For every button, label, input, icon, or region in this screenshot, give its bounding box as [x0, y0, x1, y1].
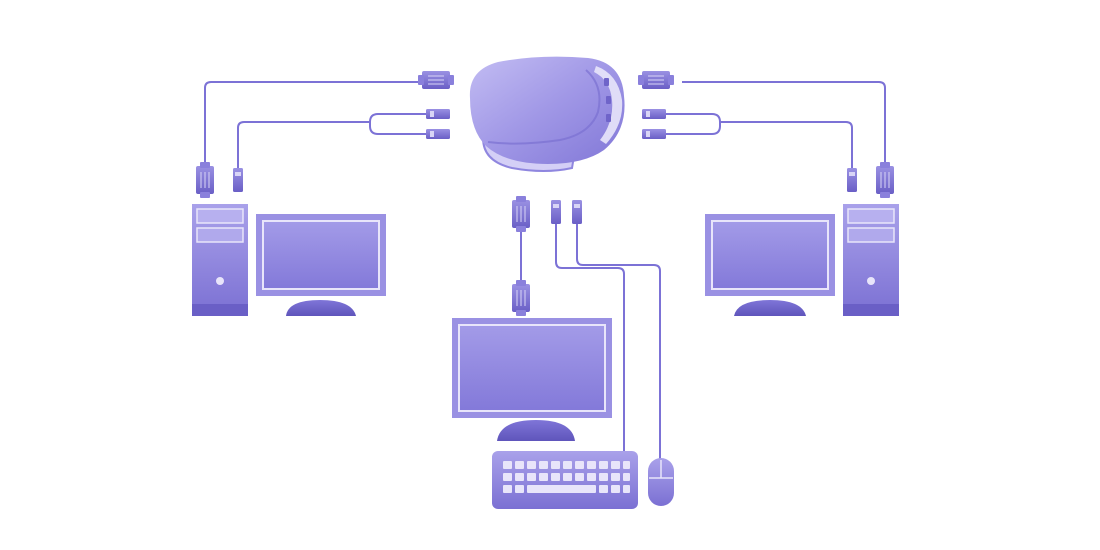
monitor-icon	[452, 318, 612, 441]
left-usb-cable	[237, 121, 370, 168]
right-usb-cable	[720, 121, 853, 168]
usb-connector-icon	[233, 168, 243, 192]
keyboard-icon	[492, 451, 638, 509]
tower-left	[192, 204, 248, 316]
desktop-computer-icon	[192, 204, 386, 316]
left-vga-cable	[204, 81, 418, 162]
vga-connector-icon	[875, 161, 895, 199]
vga-connector-icon	[417, 70, 455, 90]
vga-connector-icon	[637, 70, 675, 90]
monitor-right	[705, 214, 835, 316]
cables	[204, 81, 886, 460]
usb-connector-icon	[426, 129, 450, 139]
keyboard-cable	[555, 222, 625, 452]
desktop-computer-icon	[705, 204, 899, 316]
mouse-icon	[648, 458, 674, 506]
usb-connector-icon	[847, 168, 857, 192]
vga-connector-icon	[511, 195, 531, 233]
vga-connector-icon	[195, 161, 215, 199]
tower-right	[843, 204, 899, 316]
left-usb-split	[369, 113, 426, 135]
kvm-switch-icon	[469, 56, 625, 172]
usb-connector-icon	[426, 109, 450, 119]
usb-connector-icon	[572, 200, 582, 224]
monitor-left	[256, 214, 386, 316]
right-usb-split	[664, 113, 721, 135]
vga-connector-icon	[511, 279, 531, 317]
usb-connector-icon	[642, 109, 666, 119]
usb-connector-icon	[642, 129, 666, 139]
mouse-cable	[576, 222, 661, 460]
usb-connector-icon	[551, 200, 561, 224]
right-vga-cable	[682, 81, 886, 162]
